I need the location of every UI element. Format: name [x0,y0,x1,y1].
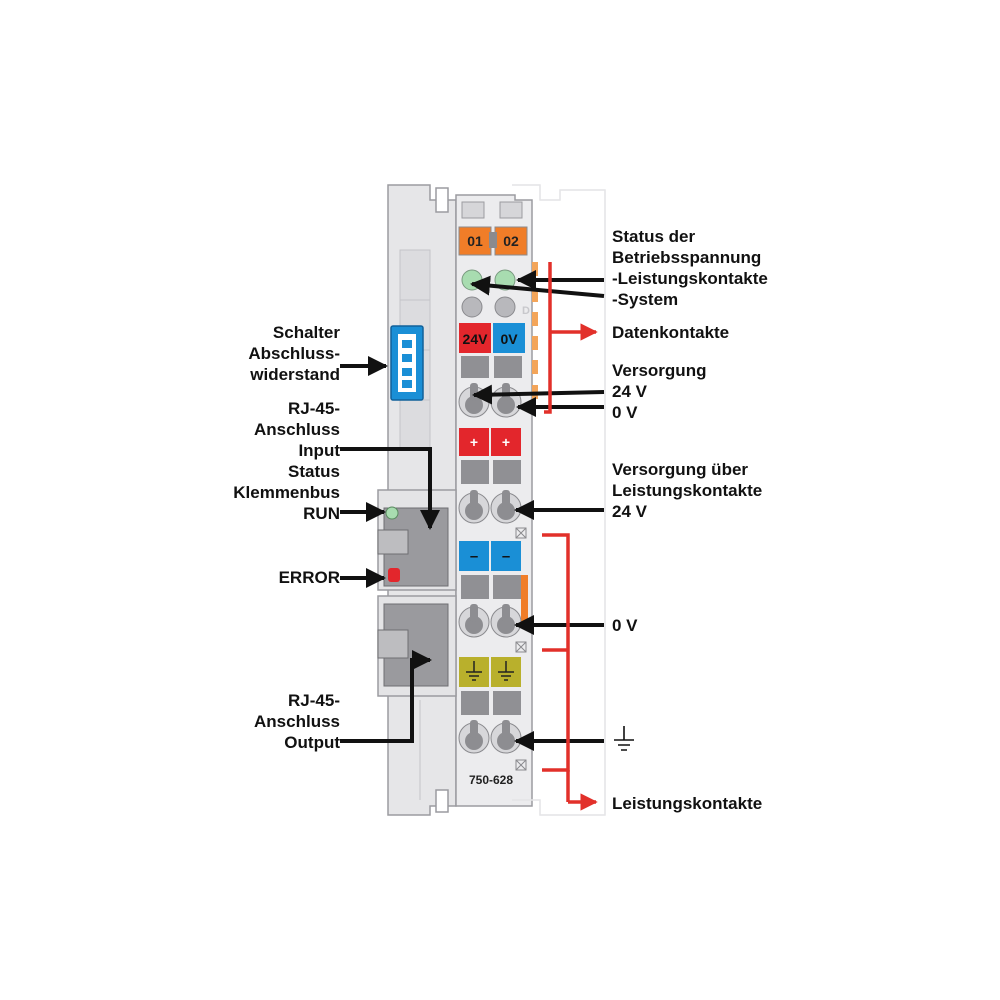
termination-switch [390,325,424,401]
label-rj45-input: RJ-45- Anschluss Input Status Klemmenbus… [233,398,340,524]
leader-arrows-right [470,270,605,751]
red-arrows [542,262,598,811]
label-termination-switch: Schalter Abschluss- widerstand [248,322,340,385]
leader-arrows-left [340,356,440,743]
marker-minus-1-label: – [470,548,478,565]
marker-plus-1-label: + [470,434,478,450]
marker-minus-2-label: – [502,548,510,565]
label-power-contacts: Leistungskontakte [612,794,763,813]
label-data-contacts: Datenkontakte [612,323,730,342]
marker-plus-1 [459,428,489,456]
label-line: Versorgung [612,361,707,380]
label-line: 24 V [612,502,647,521]
marker-0v-label: 0V [500,331,518,347]
led-d-label: D [522,305,530,317]
label-line: Schalter [272,323,340,342]
label-line: Leistungskontakte [612,481,763,500]
label-line: Abschluss- [248,344,340,363]
label-line: RJ-45- [288,691,340,710]
label-supply: Versorgung 24 V 0 V [612,360,706,423]
label-line: -Leistungskontakte [612,269,768,288]
led-label-02: 02 [503,233,519,249]
clamp-0v [458,575,527,653]
label-line: Status der [612,227,696,246]
label-line: -System [612,290,679,309]
label-line: Anschluss [254,420,340,439]
marker-minus-2 [491,541,521,571]
marker-minus-1 [459,541,489,571]
label-line: Klemmenbus [233,483,340,502]
model-number: 750-628 [469,773,513,787]
led-row-status [458,226,528,256]
label-line: Betriebsspannung [612,248,762,267]
label-status-voltage: Status der Betriebsspannung -Leistungsko… [612,226,768,310]
label-line: 24 V [612,382,647,401]
label-line: Output [284,733,340,752]
marker-plus-2 [491,428,521,456]
marker-ground [459,657,521,687]
marker-plus-2-label: + [502,434,510,450]
label-error: ERROR [278,568,340,587]
ground-icon [614,726,634,751]
rj45-input-port [377,489,457,591]
label-line: widerstand [250,365,340,384]
label-line: Status [288,462,340,481]
label-line: 0 V [612,403,638,422]
clamp-24v [458,460,527,539]
clamp-ground [458,691,527,771]
rj45-output-port [377,595,457,697]
label-zero-v: 0 V [612,616,638,635]
label-line: Anschluss [254,712,340,731]
label-supply-power-contacts: Versorgung über Leistungskontakte 24 V [612,459,762,522]
label-line: RUN [303,504,340,523]
marker-24v-label: 24V [463,331,489,347]
label-line: Input [298,441,340,460]
led-label-01: 01 [467,233,483,249]
label-line: RJ-45- [288,399,340,418]
marker-24v [459,323,491,353]
marker-0v [493,323,525,353]
label-rj45-output: RJ-45- Anschluss Output [254,690,340,753]
label-line: Versorgung über [612,460,749,479]
